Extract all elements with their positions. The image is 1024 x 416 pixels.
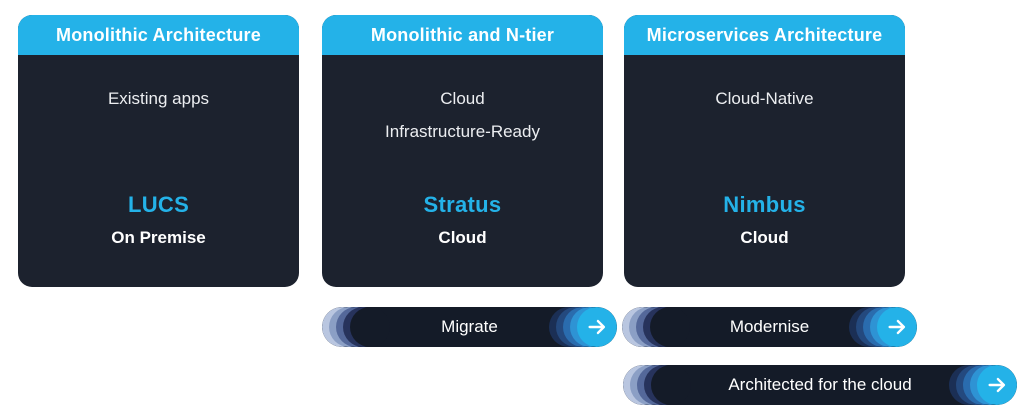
architected-for-cloud-label: Architected for the cloud	[728, 375, 912, 394]
card-monolithic-and-n-tier: Monolithic and N-tier Cloud Infrastructu…	[322, 15, 603, 287]
product-name: Nimbus	[723, 192, 806, 217]
card-microservices-architecture: Microservices Architecture Cloud-Native …	[624, 15, 905, 287]
migrate-button-label: Migrate	[441, 317, 498, 336]
card-header: Monolithic and N-tier	[322, 15, 603, 55]
description-line: Infrastructure-Ready	[385, 122, 540, 141]
trail-decoration	[650, 307, 690, 347]
card-title: Monolithic and N-tier	[370, 24, 555, 45]
card-header: Microservices Architecture	[624, 15, 905, 55]
card-body: Cloud Infrastructure-Ready Stratus Cloud	[322, 55, 603, 287]
trail-decoration	[651, 365, 691, 405]
card-body: Cloud-Native Nimbus Cloud	[624, 55, 905, 287]
modernise-button-label: Modernise	[729, 317, 810, 336]
arrow-right-icon[interactable]	[977, 365, 1017, 405]
platform-label: On Premise	[111, 228, 206, 247]
description-line: Cloud	[440, 89, 485, 108]
card-monolithic-architecture: Monolithic Architecture Existing apps LU…	[18, 15, 299, 287]
card-description: Existing apps	[18, 82, 299, 115]
card-header: Monolithic Architecture	[18, 15, 299, 55]
architected-for-cloud-button[interactable]: Architected for the cloud	[623, 365, 1017, 405]
arrow-right-icon[interactable]	[877, 307, 917, 347]
migrate-button[interactable]: Migrate	[322, 307, 617, 347]
card-title: Microservices Architecture	[646, 24, 883, 45]
description-line: Cloud-Native	[715, 89, 814, 108]
trail-decoration	[350, 307, 390, 347]
modernise-button[interactable]: Modernise	[622, 307, 917, 347]
platform-label: Cloud	[438, 228, 487, 247]
product-name: Stratus	[423, 192, 502, 217]
product-name: LUCS	[127, 192, 190, 217]
platform-label: Cloud	[740, 228, 789, 247]
arrow-right-icon[interactable]	[577, 307, 617, 347]
description-line: Existing apps	[107, 89, 210, 108]
card-description: Cloud-Native	[624, 82, 905, 115]
card-title: Monolithic Architecture	[56, 24, 261, 45]
card-description: Cloud Infrastructure-Ready	[322, 82, 603, 148]
card-body: Existing apps LUCS On Premise	[18, 55, 299, 287]
